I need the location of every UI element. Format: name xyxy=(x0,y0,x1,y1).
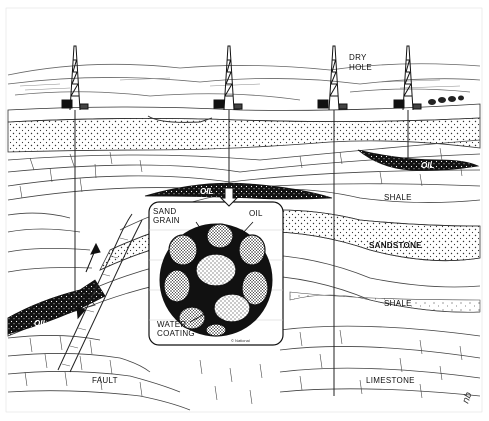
label-limestone: LIMESTONE xyxy=(366,376,415,385)
sand-grains xyxy=(163,223,269,337)
label-oil-fault: OIL xyxy=(34,319,47,328)
label-oil-top-right: OIL xyxy=(421,161,434,170)
well-pipes xyxy=(74,110,409,396)
inset-connector xyxy=(219,187,239,207)
distant-hills xyxy=(7,63,481,101)
inset-panel xyxy=(148,187,284,346)
oil-pool-top-right xyxy=(357,149,480,171)
label-dry-hole-2: HOLE xyxy=(349,63,372,72)
derrick-dry-hole xyxy=(317,45,348,111)
frame-border xyxy=(5,7,483,413)
label-water-coating-1: WATER xyxy=(157,320,187,329)
fault-line xyxy=(57,213,143,373)
topsoil-layer xyxy=(7,117,481,153)
label-fault: FAULT xyxy=(92,376,118,385)
oil-pool-dome xyxy=(144,182,333,200)
limestone-joints xyxy=(24,329,463,405)
artist-signature: nb xyxy=(460,390,474,405)
inset-pointer-lines xyxy=(189,221,254,323)
label-sand-grain-1: SAND xyxy=(153,207,176,216)
label-oil-dome: OIL xyxy=(200,187,213,196)
hill-shading xyxy=(19,77,461,91)
storage-tanks xyxy=(428,95,464,105)
derrick-1 xyxy=(61,45,89,111)
derrick-4 xyxy=(393,45,422,111)
derrick-2 xyxy=(213,45,243,111)
fault-hatching xyxy=(61,237,129,367)
label-shale-lower: SHALE xyxy=(384,299,412,308)
label-sand-grain-2: GRAIN xyxy=(153,216,180,225)
label-sandstone: SANDSTONE xyxy=(369,241,422,250)
label-water-coating-2: COATING xyxy=(157,329,195,338)
surface-dip xyxy=(147,115,213,123)
label-dry-hole-1: DRY xyxy=(349,53,367,62)
upper-strata-joints xyxy=(19,147,463,199)
fault-motion-arrows xyxy=(76,242,101,320)
label-shale-upper: SHALE xyxy=(384,193,412,202)
sandstone-lower xyxy=(289,291,481,313)
credit-text: © National xyxy=(231,338,250,343)
lower-left-strata xyxy=(7,212,191,411)
label-oil-inset: OIL xyxy=(249,209,263,218)
oil-pool-fault xyxy=(7,279,106,335)
